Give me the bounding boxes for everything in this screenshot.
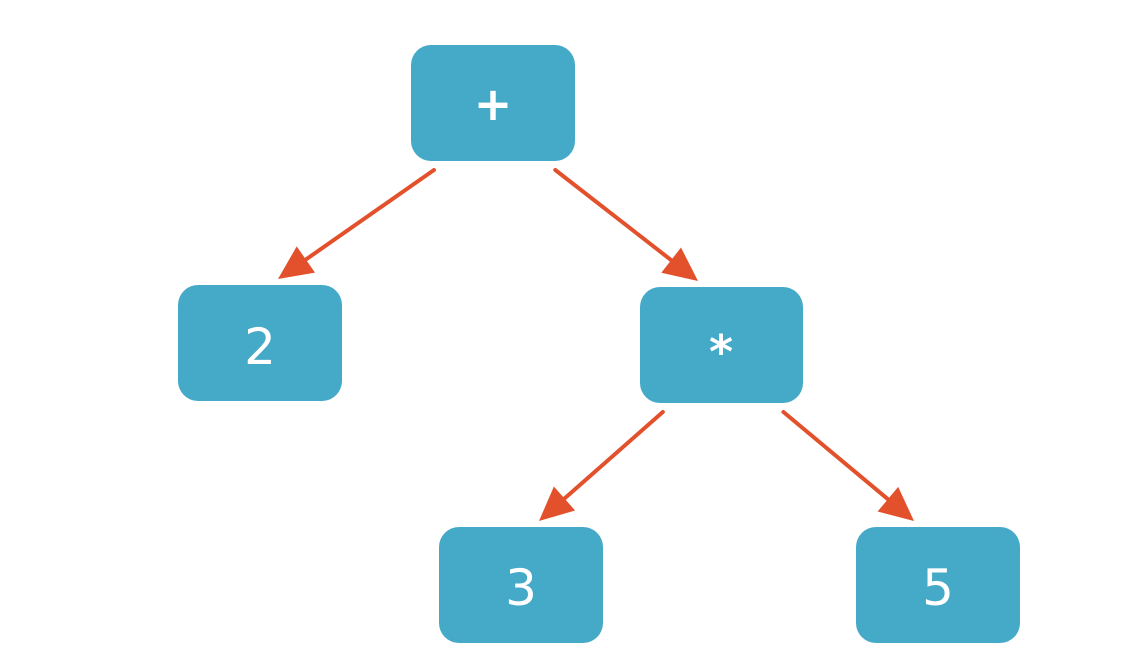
edge-plus-two-arrowhead <box>278 246 315 279</box>
node-two: 2 <box>178 285 342 401</box>
node-three: 3 <box>439 527 603 643</box>
node-five-label: 5 <box>922 559 954 617</box>
node-five-box <box>856 527 1020 643</box>
edge-times-five-line <box>781 410 890 502</box>
node-two-label: 2 <box>244 318 276 376</box>
edge-plus-times-line <box>553 168 674 263</box>
edge-times-three-arrowhead <box>539 486 576 521</box>
node-times-label: * <box>709 325 733 379</box>
edges-layer <box>278 168 914 521</box>
node-plus: + <box>411 45 575 161</box>
edge-times-five-arrowhead <box>877 486 914 521</box>
node-times-box <box>640 287 803 403</box>
node-three-box <box>439 527 603 643</box>
edge-plus-two-line <box>303 168 436 262</box>
node-three-label: 3 <box>505 559 537 617</box>
node-five: 5 <box>856 527 1020 643</box>
node-two-box <box>178 285 342 401</box>
edge-times-three-line <box>562 410 665 501</box>
edge-plus-times-arrowhead <box>661 247 698 281</box>
nodes-layer: + 2 * 3 5 <box>178 45 1020 643</box>
node-plus-box <box>411 45 575 161</box>
node-plus-label: + <box>474 77 513 131</box>
node-times: * <box>640 287 803 403</box>
